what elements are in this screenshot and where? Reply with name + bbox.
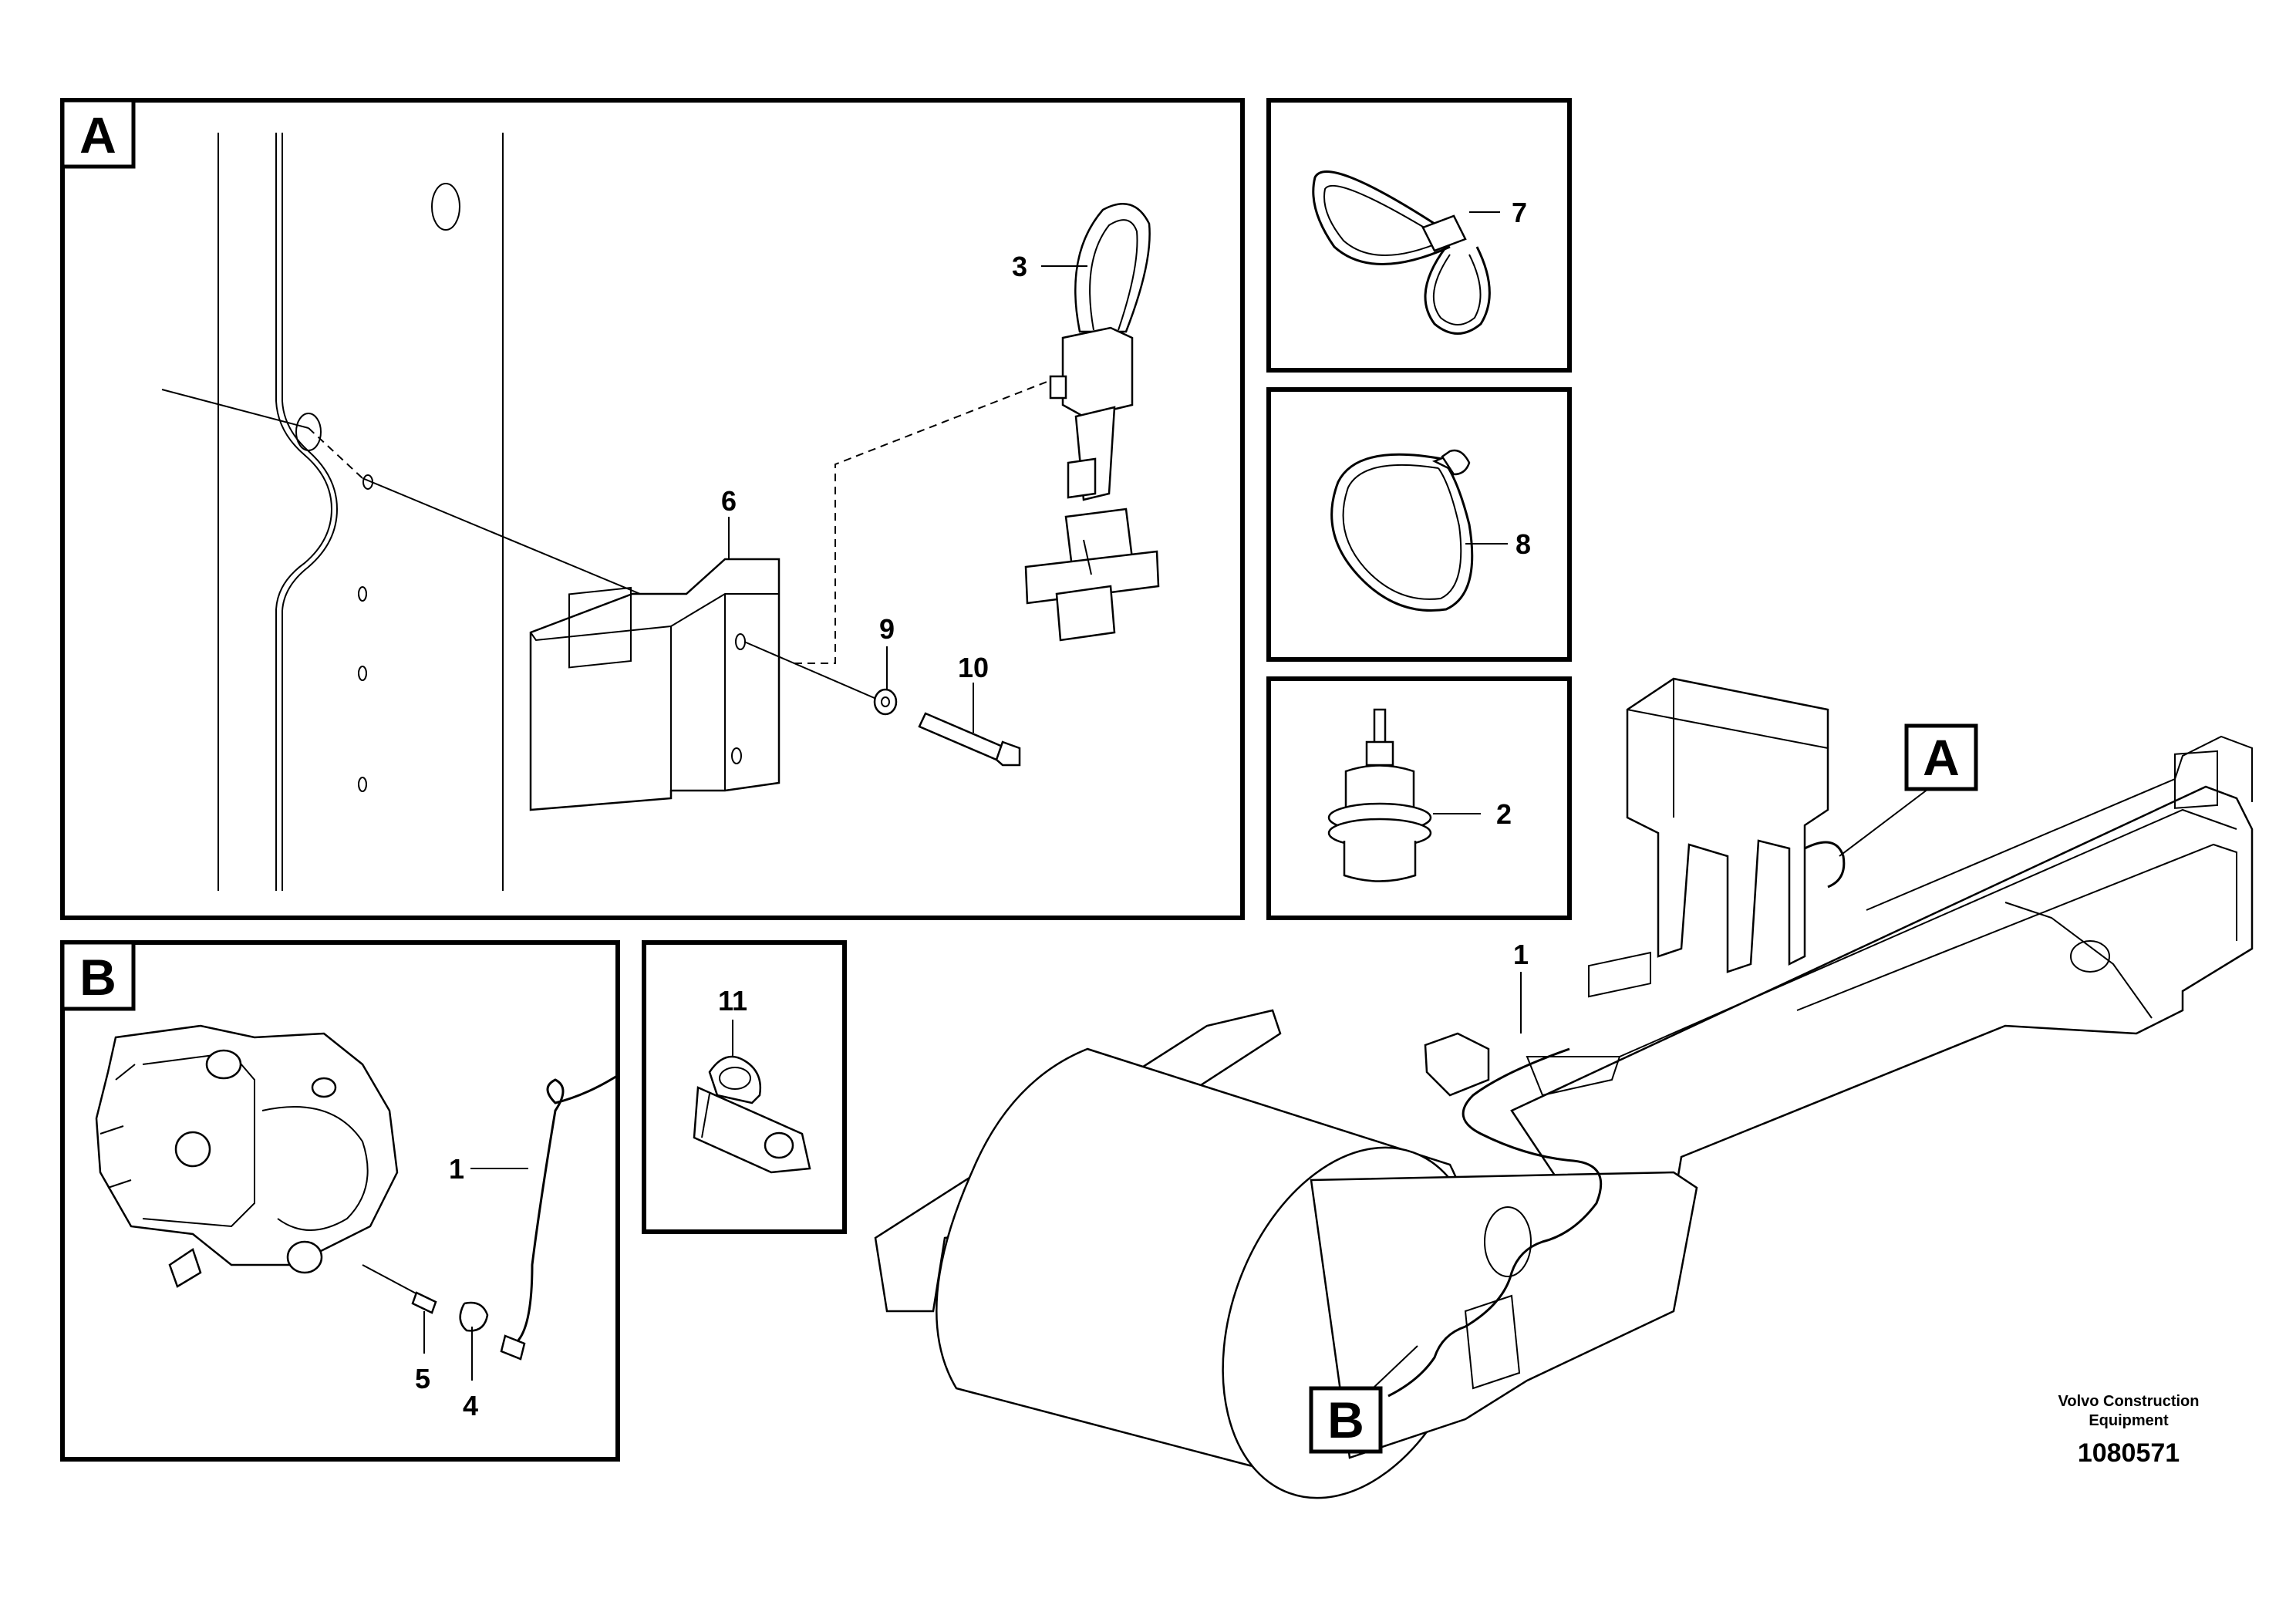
figure-number: 1080571 [2078,1438,2180,1468]
callout-7: 7 [1512,197,1527,228]
machine-overview-drawing [874,677,2254,1499]
callout-8: 8 [1515,528,1531,560]
svg-text:A: A [1923,729,1960,786]
callout-1-overview: 1 [1513,939,1529,970]
callout-11: 11 [718,985,747,1017]
callout-9: 9 [879,613,895,645]
detail-panel-part-2: 2 [1266,676,1572,920]
drum-drawing [936,951,1698,1499]
detail-panel-part-11: 11 [642,940,847,1234]
detail-panel-part-8: 8 [1266,387,1572,662]
bolt-drawing [918,712,1021,767]
control-module-drawing [529,558,781,811]
callout-2: 2 [1496,798,1512,830]
callout-5: 5 [415,1363,430,1394]
callout-6: 6 [721,485,737,517]
callout-4: 4 [463,1390,478,1421]
callout-1-panel-b: 1 [449,1153,464,1185]
svg-text:B: B [1327,1391,1364,1448]
connector-harness-drawing [1024,203,1160,642]
callout-3: 3 [1012,251,1027,282]
washer-drawing [873,688,898,716]
detail-panel-a: A [60,98,1245,920]
callout-10: 10 [958,652,989,683]
detail-panel-part-7: 7 [1266,98,1572,373]
company-name-line2: Equipment [2089,1412,2169,1429]
frame-plate-drawing [217,133,504,891]
overview-label-a: A [1839,723,1978,857]
overview-label-b: B [1309,1345,1418,1454]
panel-a-label: A [79,106,116,164]
panel-b-label-box [60,940,136,1011]
detail-panel-b: B 1 5 4 [60,940,620,1462]
drive-motor-drawing [95,1024,399,1288]
panel-b-label: B [79,949,116,1006]
company-name-line1: Volvo Construction [2058,1393,2200,1410]
panel-a-label-box [60,98,136,169]
